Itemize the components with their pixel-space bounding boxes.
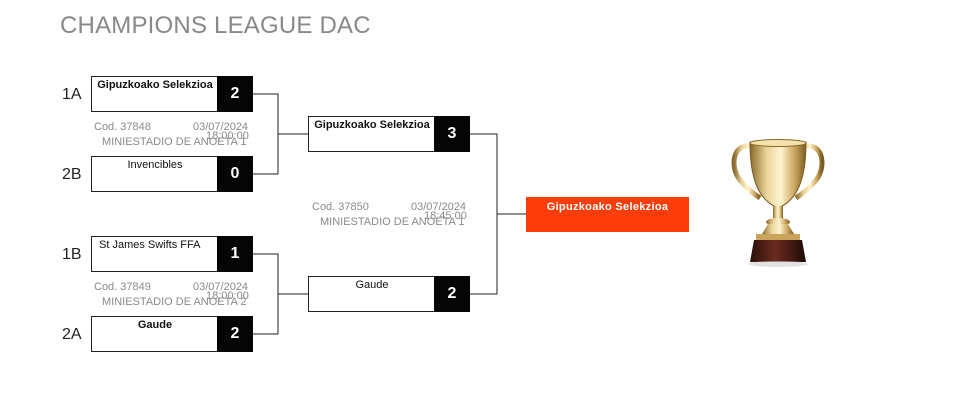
- team-name: Gaude: [355, 279, 389, 291]
- score-box: 0: [217, 156, 253, 192]
- team-name: Gipuzkoako Selekzioa: [97, 79, 213, 91]
- score-box: 2: [434, 276, 470, 312]
- score-box: 2: [217, 316, 253, 352]
- match-code: Cod. 37850: [312, 201, 369, 213]
- score-box: 1: [217, 236, 253, 272]
- team-name: Gipuzkoako Selekzioa: [314, 119, 430, 131]
- match-venue: MINIESTADIO DE ANOETA 1: [102, 136, 247, 148]
- team-name: St James Swifts FFA: [99, 239, 201, 251]
- match-code: Cod. 37848: [94, 121, 151, 133]
- team-slot[interactable]: Gipuzkoako Selekzioa 2: [91, 76, 253, 112]
- seed-label: 1B: [62, 246, 82, 263]
- team-slot[interactable]: Invencibles 0: [91, 156, 253, 192]
- team-slot[interactable]: St James Swifts FFA 1: [91, 236, 253, 272]
- team-name: Gaude: [137, 319, 173, 331]
- team-slot[interactable]: Gaude 2: [91, 316, 253, 352]
- seed-label: 1A: [62, 86, 82, 103]
- team-slot[interactable]: Gaude 2: [308, 276, 470, 312]
- team-name: Invencibles: [127, 159, 183, 171]
- match-time: 18:00:00: [206, 290, 249, 302]
- team-slot[interactable]: Gipuzkoako Selekzioa 3: [308, 116, 470, 152]
- trophy-icon: [731, 139, 825, 267]
- seed-label: 2B: [62, 166, 82, 183]
- score-box: 3: [434, 116, 470, 152]
- seed-label: 2A: [62, 326, 82, 343]
- score-box: 2: [217, 76, 253, 112]
- match-date: 03/07/2024: [411, 201, 467, 213]
- match-venue: MINIESTADIO DE ANOETA 1: [320, 216, 465, 228]
- champion-box[interactable]: Gipuzkoako Selekzioa: [526, 197, 689, 232]
- match-code: Cod. 37849: [94, 281, 151, 293]
- match-time: 18:00:00: [206, 130, 249, 142]
- match-venue: MINIESTADIO DE ANOETA 2: [102, 296, 247, 308]
- page-title: CHAMPIONS LEAGUE DAC: [60, 12, 371, 39]
- match-time: 18:45:00: [424, 210, 467, 222]
- match-date: 03/07/2024: [193, 281, 249, 293]
- match-date: 03/07/2024: [193, 121, 249, 133]
